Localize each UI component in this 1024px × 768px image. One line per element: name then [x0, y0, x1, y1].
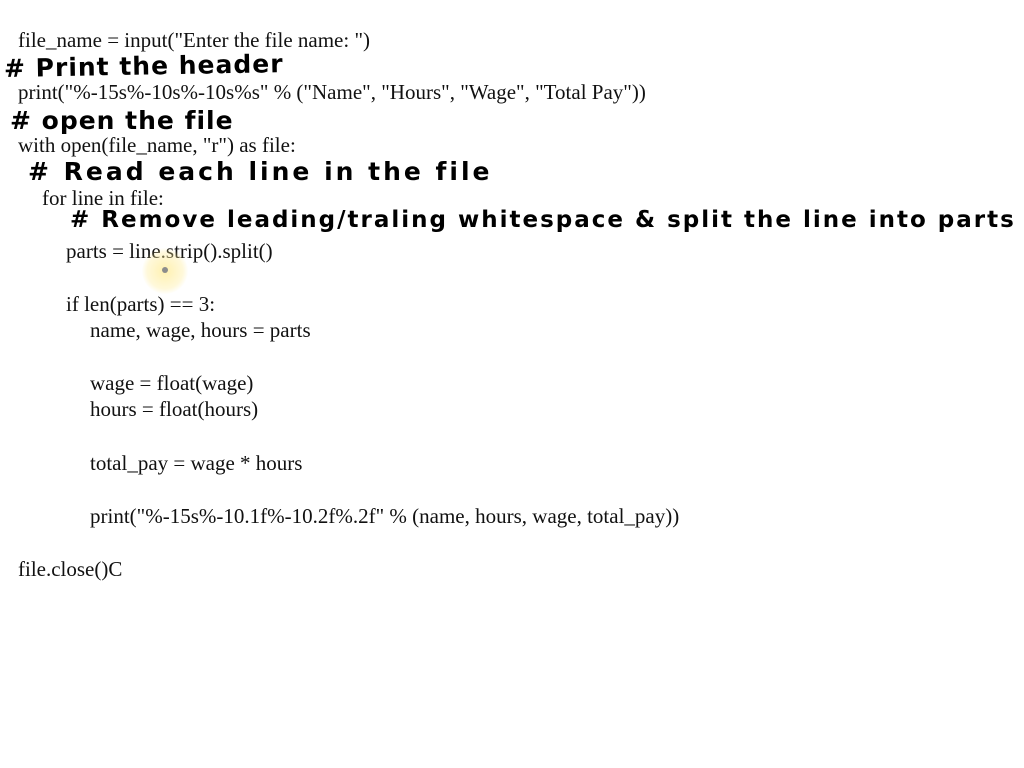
code-line-for-loop: for line in file: [42, 186, 164, 210]
code-line-open-file: with open(file_name, "r") as file: [18, 133, 296, 157]
annotation-strip-split: # Remove leading/traling whitespace & sp… [70, 207, 1016, 233]
annotation-open-file: # open the file [10, 106, 234, 135]
cursor-dot-icon [162, 267, 168, 273]
code-line-file-close: file.close()C [18, 557, 123, 581]
code-line-if-len: if len(parts) == 3: [66, 292, 216, 316]
annotation-read-line: # Read each line in the file [28, 157, 493, 186]
code-line-hours-float: hours = float(hours) [90, 397, 259, 421]
code-line-print-header: print("%-15s%-10s%-10s%s" % ("Name", "Ho… [18, 80, 646, 104]
code-line-wage-float: wage = float(wage) [90, 371, 254, 395]
code-line-total-pay: total_pay = wage * hours [90, 451, 303, 475]
code-line-print-row: print("%-15s%-10.1f%-10.2f%.2f" % (name,… [90, 504, 680, 528]
code-line-unpack: name, wage, hours = parts [90, 318, 311, 342]
code-line-input: file_name = input("Enter the file name: … [18, 28, 371, 52]
annotation-print-header: # Print the header [3, 49, 284, 83]
